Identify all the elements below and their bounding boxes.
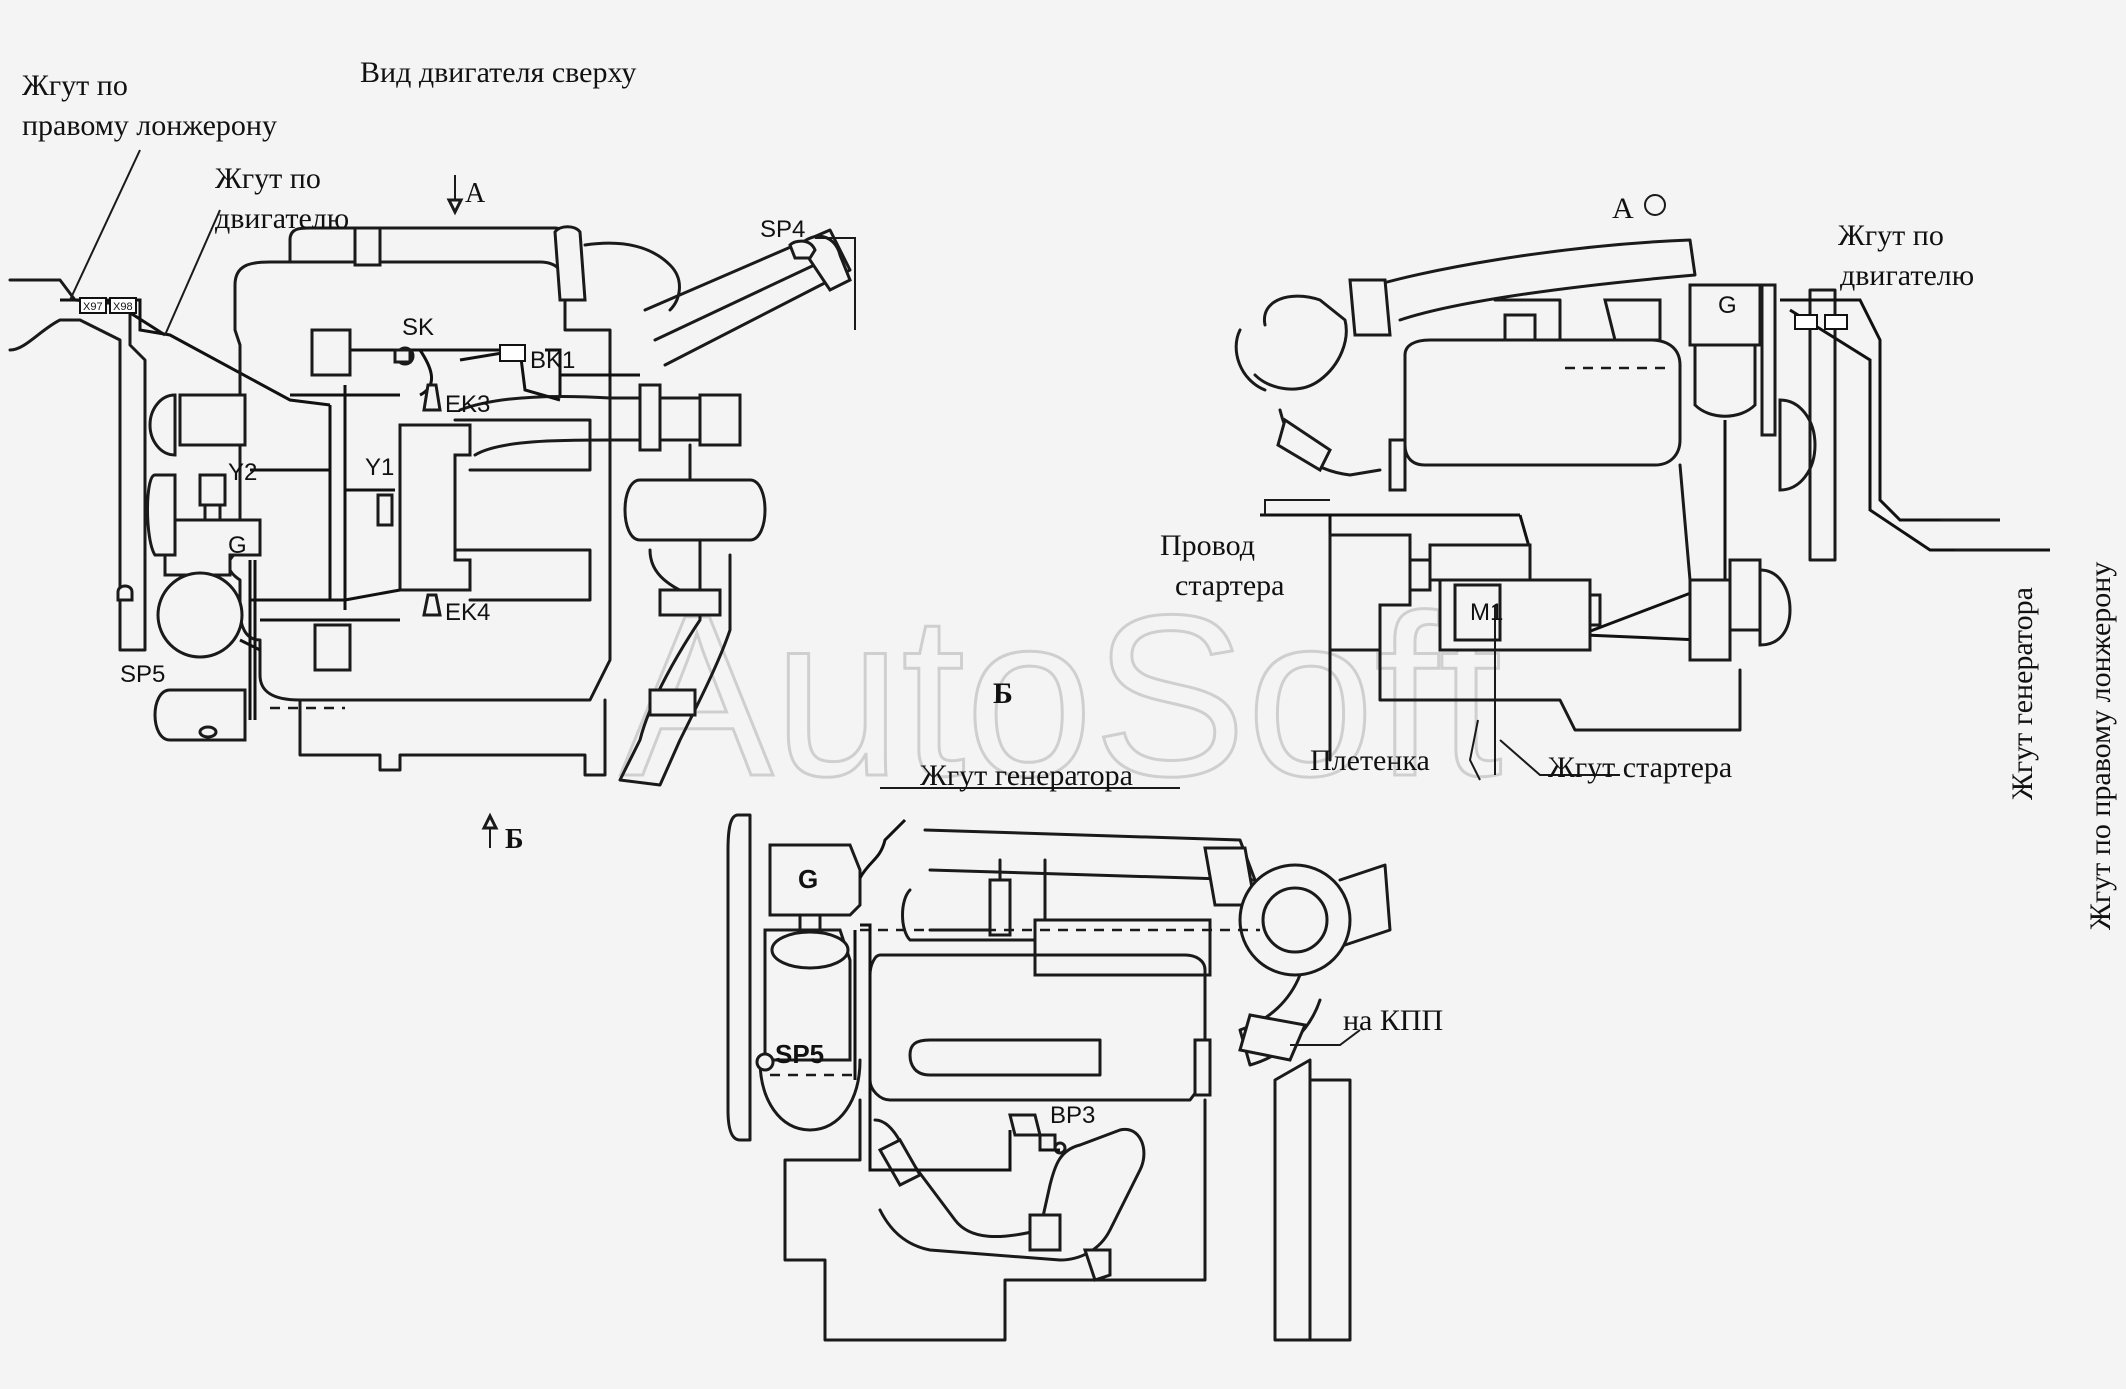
view-a-title: А xyxy=(1612,192,1634,225)
engine-harness-a-label-line2: двигателю xyxy=(1840,259,1974,292)
sp5-b-label: SP5 xyxy=(775,1039,824,1069)
ek4-label: EK4 xyxy=(445,599,490,626)
arrow-a-icon xyxy=(446,198,464,216)
sp4-label: SP4 xyxy=(760,216,805,243)
bp3-label: BP3 xyxy=(1050,1102,1095,1129)
g-a-label: G xyxy=(1718,292,1737,319)
top-view-drawing: X97 X98 xyxy=(8,149,856,848)
g-top-label: G xyxy=(228,532,247,559)
m1-label: M1 xyxy=(1470,599,1503,626)
engine-harness-label-line2: двигателю xyxy=(215,202,349,235)
starter-wire-label-line1: Провод xyxy=(1160,529,1255,562)
arrow-b-label: Б xyxy=(505,824,524,855)
bk1-label: BK1 xyxy=(530,347,575,374)
connector-x97 xyxy=(79,297,107,314)
ek3-label: EK3 xyxy=(445,391,490,418)
braid-label: Плетенка xyxy=(1310,744,1430,777)
to-gearbox-label: на КПП xyxy=(1343,1004,1443,1037)
engine-harness-label-line1: Жгут по xyxy=(215,162,321,195)
view-b-title: Б xyxy=(993,677,1013,710)
view-a-circle-icon xyxy=(1644,194,1666,216)
top-view-title: Вид двигателя сверху xyxy=(360,56,636,89)
g-b-label: G xyxy=(798,864,818,894)
right-spar-harness-label-line2: правому лонжерону xyxy=(22,109,277,142)
y1-label: Y1 xyxy=(365,454,394,481)
starter-harness-label: Жгут стартера xyxy=(1548,751,1732,784)
sk-label: SK xyxy=(402,314,434,341)
y2-label: Y2 xyxy=(228,459,257,486)
connector-x98 xyxy=(109,297,137,314)
connector-x97-label: X97 xyxy=(83,301,103,313)
right-spar-harness-label-line1: Жгут по xyxy=(22,69,128,102)
connector-x98-label: X98 xyxy=(113,301,133,313)
arrow-a-label: А xyxy=(465,178,486,209)
generator-harness-vertical-label: Жгут генератора xyxy=(2006,587,2039,800)
view-a-drawing xyxy=(1234,194,2050,781)
arrow-b-icon xyxy=(481,812,499,830)
sp5-top-label: SP5 xyxy=(120,661,165,688)
view-b-drawing xyxy=(726,787,1392,1342)
starter-wire-label-line2: стартера xyxy=(1175,569,1284,602)
engine-harness-a-label-line1: Жгут по xyxy=(1838,219,1944,252)
right-spar-harness-vertical-label: Жгут по правому лонжерону xyxy=(2084,562,2117,930)
generator-harness-b-label: Жгут генератора xyxy=(920,759,1133,792)
